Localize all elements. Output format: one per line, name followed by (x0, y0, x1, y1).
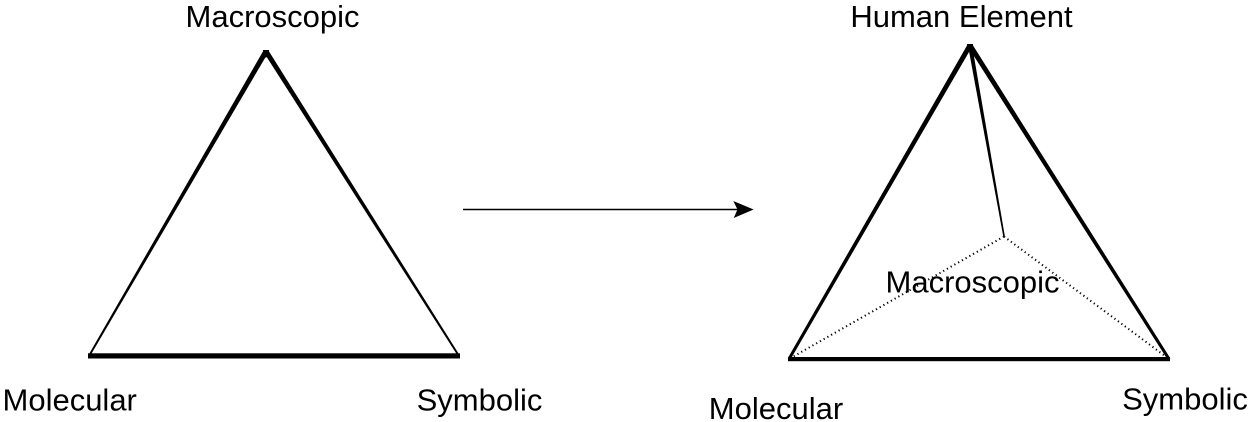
svg-text:Molecular: Molecular (709, 391, 843, 422)
svg-text:Macroscopic: Macroscopic (186, 0, 360, 34)
svg-text:Symbolic: Symbolic (1122, 382, 1248, 417)
svg-text:Human Element: Human Element (850, 0, 1073, 34)
svg-text:Macroscopic: Macroscopic (886, 265, 1060, 300)
svg-text:Symbolic: Symbolic (417, 383, 543, 418)
svg-text:Molecular: Molecular (3, 383, 137, 418)
